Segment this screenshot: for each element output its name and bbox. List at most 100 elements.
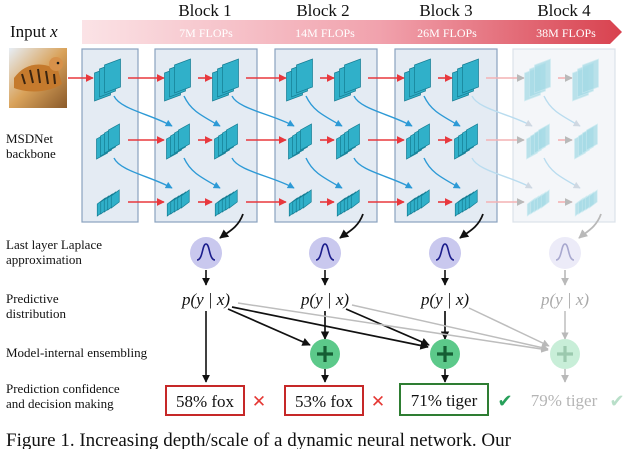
predictive-formula-1: p(y | x) bbox=[181, 290, 230, 309]
feature-map bbox=[228, 189, 238, 209]
feature-map bbox=[344, 58, 361, 94]
laplace-node-3 bbox=[429, 237, 461, 269]
feature-map bbox=[104, 58, 121, 94]
feature-map bbox=[468, 189, 478, 209]
feature-map bbox=[414, 58, 431, 94]
flops-label-2: 14M FLOPs bbox=[295, 26, 355, 40]
feature-map bbox=[588, 189, 598, 209]
ens-arrow-1-to-3 bbox=[231, 306, 429, 350]
blue-connection-arrow bbox=[471, 157, 533, 189]
feature-map bbox=[110, 189, 120, 209]
backbone-label-line-2: backbone bbox=[6, 146, 56, 161]
decision-label-line-2: and decision making bbox=[6, 396, 114, 411]
blue-connection-arrow bbox=[423, 157, 461, 189]
blue-connection-arrow bbox=[231, 95, 295, 127]
prediction-text-2: 53% fox bbox=[295, 392, 354, 411]
block-title-4: Block 4 bbox=[537, 1, 591, 20]
feature-map bbox=[466, 123, 478, 151]
ensemble-plus-node-2 bbox=[310, 339, 340, 369]
blue-connection-arrow bbox=[423, 95, 461, 127]
backbone-label-line-1: MSDNet bbox=[6, 131, 53, 146]
msdnet-network bbox=[68, 58, 599, 217]
blue-connection-arrow bbox=[353, 95, 413, 127]
input-label: Input x bbox=[10, 22, 58, 41]
feature-map bbox=[540, 189, 550, 209]
feature-map bbox=[420, 189, 430, 209]
prediction-box-2 bbox=[284, 385, 364, 416]
predictive-formula-4: p(y | x) bbox=[540, 290, 589, 309]
ens-arrow-1-to-4 bbox=[237, 302, 549, 353]
ensembling-label: Model-internal ensembling bbox=[6, 345, 148, 360]
blue-connection-arrow bbox=[353, 157, 413, 189]
feature-map bbox=[222, 58, 239, 94]
block-title-3: Block 3 bbox=[419, 1, 472, 20]
laplace-node-4 bbox=[549, 237, 581, 269]
prediction-box-3 bbox=[399, 383, 489, 416]
blue-connection-arrow bbox=[305, 95, 343, 127]
flops-label-4: 38M FLOPs bbox=[536, 26, 596, 40]
laplace-node-1 bbox=[190, 237, 222, 269]
ensemble-plus-node-4 bbox=[550, 339, 580, 369]
predictive-formula-2: p(y | x) bbox=[300, 290, 349, 309]
feature-map bbox=[534, 58, 551, 94]
block-to-laplace-arrow-1 bbox=[219, 213, 244, 239]
blue-connection-arrow bbox=[305, 157, 343, 189]
feature-map bbox=[418, 123, 430, 151]
flops-label-3: 26M FLOPs bbox=[417, 26, 477, 40]
flops-label-1: 7M FLOPs bbox=[179, 26, 233, 40]
ensemble-plus-node-3 bbox=[430, 339, 460, 369]
laplace-label: Last layer Laplace approximation bbox=[6, 237, 102, 267]
prediction-box-1 bbox=[165, 385, 245, 416]
feature-map bbox=[348, 123, 360, 151]
ens-arrow-2-to-3 bbox=[345, 308, 430, 346]
blue-connection-arrow bbox=[543, 95, 581, 127]
prediction-text-3: 71% tiger bbox=[411, 391, 478, 410]
feature-map bbox=[300, 123, 312, 151]
feature-map bbox=[350, 189, 360, 209]
blue-connection-arrow bbox=[183, 157, 221, 189]
feature-map bbox=[582, 58, 599, 94]
prediction-text-4: 79% tiger bbox=[531, 391, 598, 410]
feature-map bbox=[180, 189, 190, 209]
feature-map bbox=[226, 123, 238, 151]
block-to-laplace-arrow-3 bbox=[459, 213, 484, 239]
feature-map bbox=[108, 123, 120, 151]
block-title-2: Block 2 bbox=[296, 1, 349, 20]
predictive-label: Predictive distribution bbox=[6, 291, 66, 321]
feature-map bbox=[174, 58, 191, 94]
feature-map bbox=[178, 123, 190, 151]
decision-label-line-1: Prediction confidence bbox=[6, 381, 120, 396]
blue-connection-arrow bbox=[113, 95, 173, 127]
block-to-laplace-arrow-4 bbox=[578, 213, 602, 239]
block-to-laplace-arrow-2 bbox=[339, 213, 364, 239]
feature-map bbox=[302, 189, 312, 209]
blue-connection-arrow bbox=[113, 157, 173, 189]
ens-arrow-1-to-2 bbox=[227, 308, 311, 346]
blue-connection-arrow bbox=[231, 157, 295, 189]
flops-banner bbox=[82, 20, 622, 44]
blue-connection-arrow bbox=[471, 95, 533, 127]
backbone-label: MSDNet backbone bbox=[6, 131, 56, 161]
cross-icon-2: ✕ bbox=[371, 392, 385, 412]
ens-arrow-3-to-4 bbox=[468, 307, 550, 347]
check-icon-4: ✔ bbox=[609, 391, 624, 412]
blue-connection-arrow bbox=[543, 157, 581, 189]
feature-map bbox=[586, 123, 598, 151]
predictive-formula-3: p(y | x) bbox=[420, 290, 469, 309]
prediction-text-1: 58% fox bbox=[176, 392, 235, 411]
feature-map bbox=[296, 58, 313, 94]
laplace-label-line-2: approximation bbox=[6, 252, 82, 267]
predictive-label-line-2: distribution bbox=[6, 306, 66, 321]
laplace-node-2 bbox=[309, 237, 341, 269]
feature-map bbox=[462, 58, 479, 94]
figure-caption: Figure 1. Increasing depth/scale of a dy… bbox=[6, 430, 512, 449]
ens-arrow-2-to-4 bbox=[351, 304, 549, 352]
blue-connection-arrow bbox=[183, 95, 221, 127]
decision-label: Prediction confidence and decision makin… bbox=[6, 381, 120, 411]
predictive-label-line-1: Predictive bbox=[6, 291, 59, 306]
block-title-1: Block 1 bbox=[178, 1, 231, 20]
tiger-input-image bbox=[9, 48, 67, 108]
check-icon-3: ✔ bbox=[497, 391, 512, 412]
